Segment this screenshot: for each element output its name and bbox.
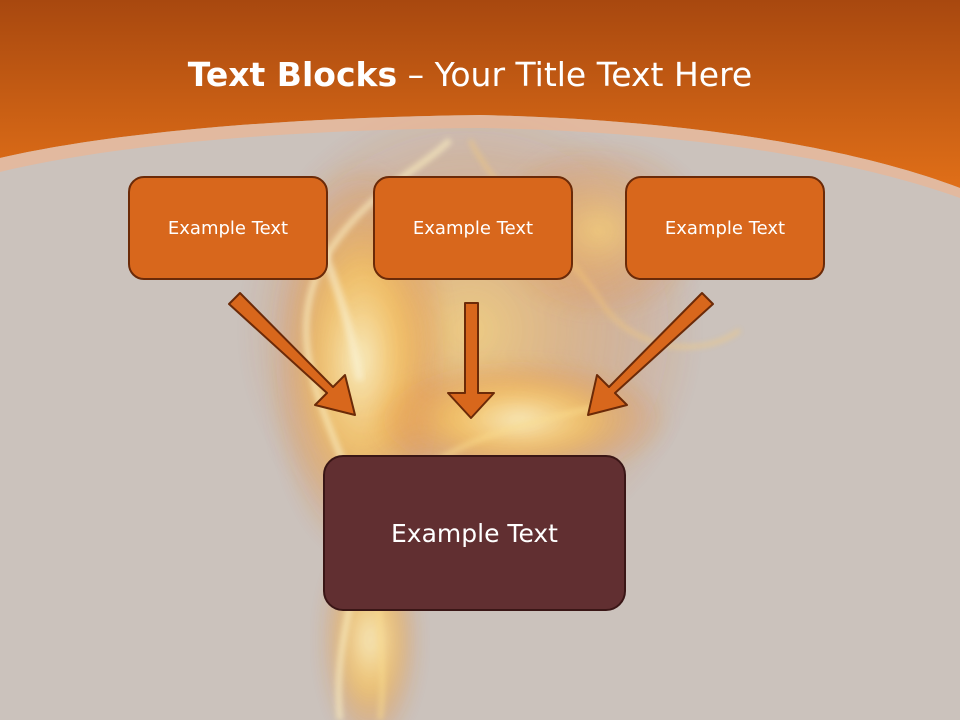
- text-block-top-right[interactable]: Example Text: [625, 176, 825, 280]
- text-block-label: Example Text: [412, 217, 534, 239]
- text-block-label: Example Text: [167, 217, 289, 239]
- title-rest: Your Title Text Here: [434, 55, 753, 94]
- slide-title: Text Blocks – Your Title Text Here: [0, 52, 940, 98]
- title-bold: Text Blocks: [187, 55, 398, 94]
- header-band: [0, 0, 960, 188]
- title-dash: –: [397, 55, 435, 94]
- text-block-bottom[interactable]: Example Text: [323, 455, 626, 611]
- text-block-label: Example Text: [391, 518, 558, 548]
- text-block-top-left[interactable]: Example Text: [128, 176, 328, 280]
- text-block-top-center[interactable]: Example Text: [373, 176, 573, 280]
- text-block-label: Example Text: [664, 217, 786, 239]
